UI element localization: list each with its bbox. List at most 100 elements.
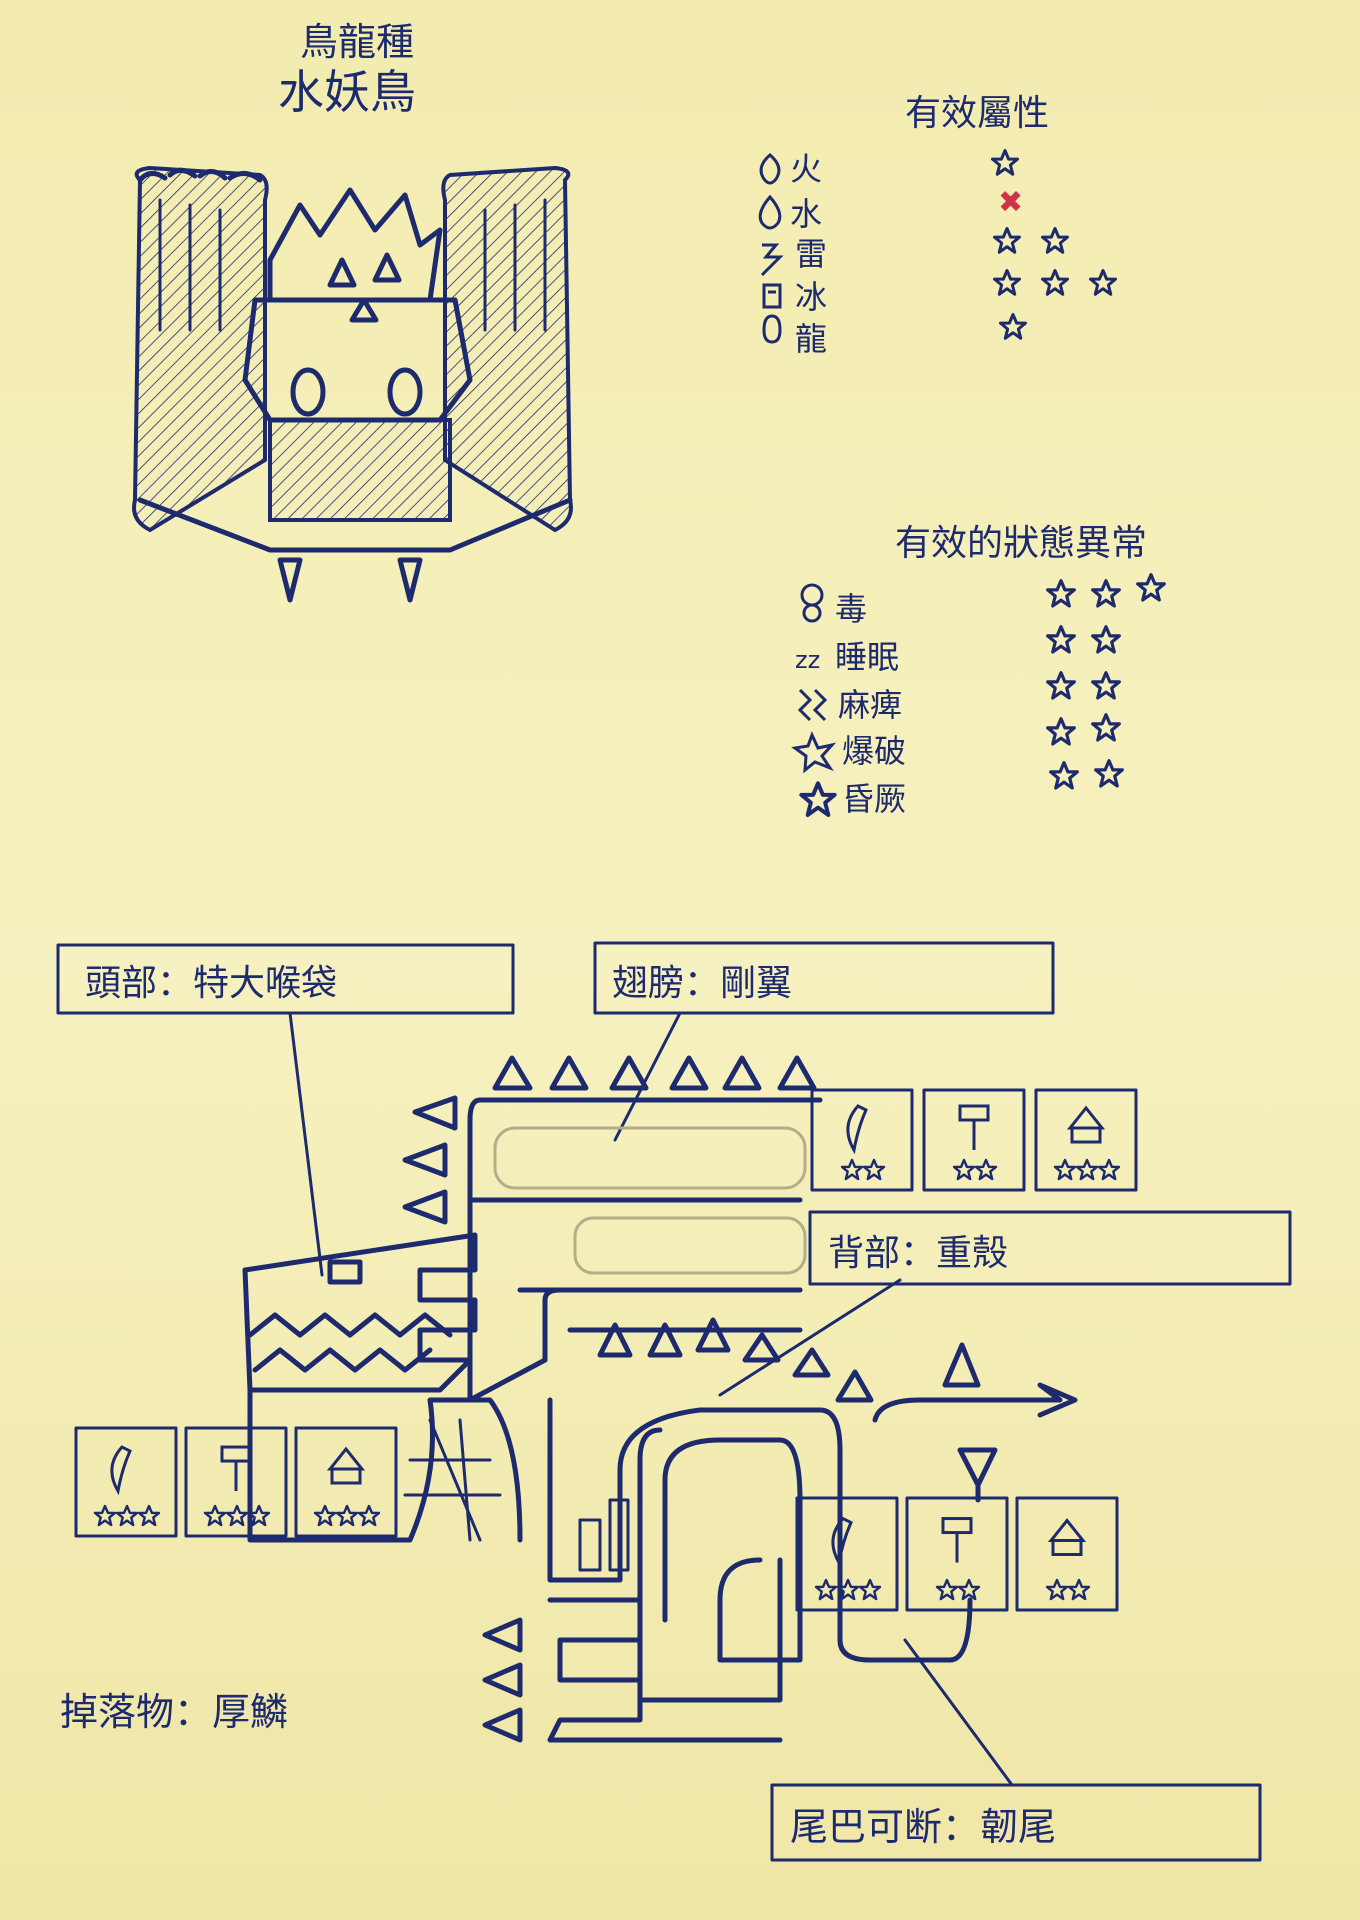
ailment-label-sleep: 睡眠 (835, 638, 899, 676)
element-star (999, 313, 1027, 340)
sever-icon (110, 1445, 132, 1496)
elements-heading: 有效屬性 (905, 93, 1049, 134)
element-star (993, 269, 1021, 296)
ailment-star (1136, 573, 1166, 602)
blunt-icon (958, 1104, 990, 1150)
ineffective-mark: ✖ (998, 185, 1023, 220)
ailments-list: 毒 zz 睡眠 麻痺 爆破 昏厥 (791, 573, 1166, 818)
stun-icon (799, 781, 837, 817)
element-star (1089, 269, 1117, 296)
ailment-star (1091, 713, 1121, 742)
weapon-box-shot (1015, 1496, 1119, 1612)
ailment-label-poison: 毒 (835, 590, 867, 628)
weapon-box-sever (795, 1496, 899, 1612)
weakness-star (1075, 1158, 1099, 1181)
element-star (1041, 269, 1069, 296)
poison-icon (800, 583, 824, 623)
element-label-ice: 冰 (795, 278, 827, 316)
element-row-water: 水 ✖ (758, 185, 1023, 233)
weapon-box-sever (810, 1088, 914, 1192)
weakness-star (357, 1504, 381, 1527)
weakness-star (840, 1158, 864, 1181)
element-row-dragon: 龍 (762, 313, 1027, 358)
blast-icon (791, 731, 837, 774)
ailment-row-poison: 毒 (800, 573, 1166, 628)
thunder-icon (760, 243, 784, 277)
weapon-box-sever (74, 1426, 178, 1538)
head-weapon-boxes (74, 1426, 398, 1538)
back-leader-line (718, 1278, 902, 1397)
element-label-water: 水 (790, 195, 822, 233)
ailment-star (1091, 579, 1121, 608)
ailment-star (1091, 625, 1121, 654)
fire-icon (759, 153, 781, 185)
weakness-star (1097, 1158, 1121, 1181)
head-part-text: 頭部：特大喉袋 (85, 963, 337, 1004)
blunt-icon (220, 1445, 252, 1492)
weakness-star (1067, 1578, 1091, 1601)
ailment-row-paralysis: 麻痺 (797, 671, 1121, 724)
weakness-star (115, 1504, 139, 1527)
element-star (991, 149, 1019, 176)
ailment-star (1091, 671, 1121, 700)
weapon-box-blunt (184, 1426, 288, 1538)
weakness-star (1045, 1578, 1069, 1601)
tail-leader-line (903, 1638, 1014, 1787)
weakness-star (137, 1504, 161, 1527)
tail-part-label: 尾巴可断：韌尾 (770, 1783, 1262, 1862)
ailment-star (1046, 671, 1076, 700)
element-star (1041, 227, 1069, 254)
blunt-icon (941, 1517, 973, 1563)
wing-weapon-boxes (810, 1088, 1138, 1192)
shot-icon (1066, 1105, 1106, 1144)
ailment-label-stun: 昏厥 (842, 780, 906, 818)
sever-icon (831, 1516, 853, 1567)
weakness-star (335, 1504, 359, 1527)
wing-part-label: 翅膀：剛翼 (593, 941, 1055, 1015)
ailment-row-stun: 昏厥 (799, 759, 1124, 818)
weakness-star (952, 1158, 976, 1181)
dragon-icon (762, 314, 782, 344)
monster-name: 水妖鳥 (278, 65, 416, 119)
weakness-star (935, 1578, 959, 1601)
head-part-label: 頭部：特大喉袋 (56, 943, 515, 1015)
weapon-box-shot (1034, 1088, 1138, 1192)
elements-list: 火 水 ✖ 雷 冰 龍 (758, 149, 1117, 358)
wing-leader-line (613, 1011, 682, 1142)
element-row-fire: 火 (759, 149, 1019, 188)
element-label-dragon: 龍 (795, 320, 827, 358)
weakness-star (957, 1578, 981, 1601)
element-row-thunder: 雷 (760, 227, 1069, 277)
ailment-row-sleep: zz 睡眠 (795, 625, 1121, 676)
paralysis-icon (797, 688, 828, 722)
back-part-label: 背部：重殼 (808, 1210, 1292, 1286)
weapon-box-shot (294, 1426, 398, 1538)
head-leader-line (288, 1011, 324, 1277)
weakness-star (1053, 1158, 1077, 1181)
ailment-star (1049, 761, 1079, 790)
weakness-star (225, 1504, 249, 1527)
ailment-row-blast: 爆破 (791, 713, 1121, 774)
weakness-star (814, 1578, 838, 1601)
sleep-icon: zz (795, 646, 820, 674)
tail-part-text: 尾巴可断：韌尾 (790, 1805, 1056, 1849)
water-icon (758, 194, 782, 230)
ailments-heading: 有效的狀態異常 (895, 523, 1147, 564)
element-label-thunder: 雷 (795, 235, 827, 273)
sever-icon (846, 1104, 868, 1155)
weakness-star (974, 1158, 998, 1181)
weakness-star (203, 1504, 227, 1527)
shot-icon (1047, 1518, 1087, 1557)
ailment-star (1046, 579, 1076, 608)
ailment-label-paralysis: 麻痺 (838, 686, 902, 724)
weakness-star (313, 1504, 337, 1527)
weakness-star (862, 1158, 886, 1181)
tail-weapon-boxes (795, 1496, 1119, 1612)
shot-icon (326, 1446, 366, 1485)
drop-text: 掉落物：厚鱗 (60, 1690, 288, 1734)
ailment-star (1094, 759, 1124, 788)
element-row-ice: 冰 (762, 269, 1117, 316)
weapon-box-blunt (905, 1496, 1009, 1612)
element-label-fire: 火 (790, 150, 822, 188)
